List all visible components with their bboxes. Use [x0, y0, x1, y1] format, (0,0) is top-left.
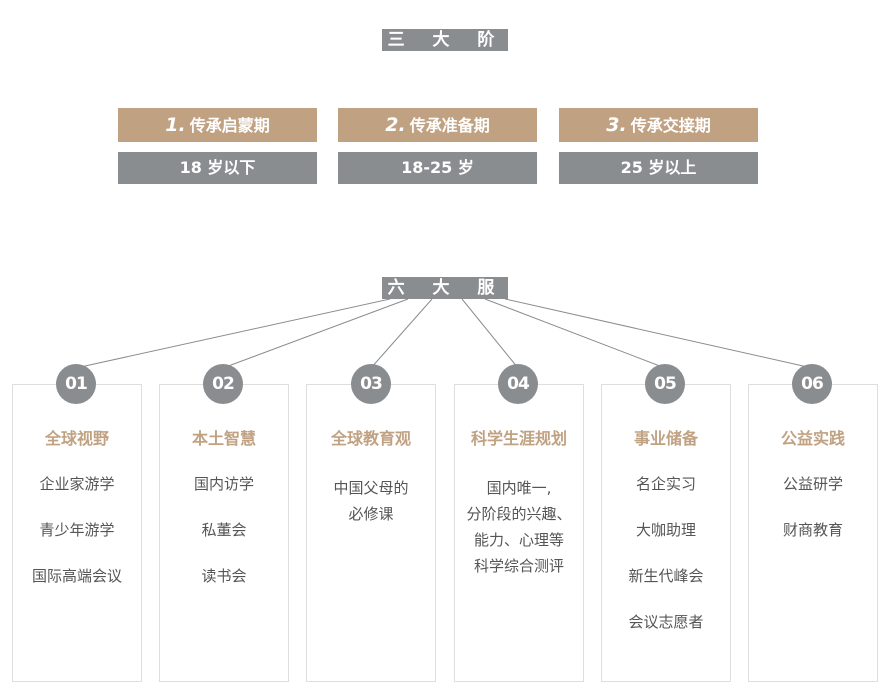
- description-line: 中国父母的: [333, 479, 409, 497]
- service-items: 企业家游学 青少年游学 国际高端会议: [13, 473, 141, 611]
- description-line: 分阶段的兴趣、: [466, 505, 572, 523]
- service-item: 名企实习: [635, 475, 696, 493]
- service-description: 国内唯一, 分阶段的兴趣、 能力、心理等 科学综合测评: [455, 475, 583, 579]
- service-item: 新生代峰会: [628, 567, 704, 585]
- service-number-badge-01: 01: [56, 364, 96, 404]
- description-line: 能力、心理等: [473, 531, 564, 549]
- service-title: 事业储备: [633, 429, 698, 448]
- service-item: 企业家游学: [39, 475, 115, 493]
- stage-3-number: 3.: [606, 114, 627, 136]
- service-number-badge-04: 04: [498, 364, 538, 404]
- service-card-06: 公益实践 公益研学 财商教育: [748, 384, 878, 682]
- service-item: 公益研学: [782, 475, 843, 493]
- stages-title: 三 大 阶 段: [382, 29, 508, 72]
- service-card-03: 全球教育观 中国父母的 必修课: [306, 384, 436, 682]
- service-item: 财商教育: [782, 521, 843, 539]
- connector-03: [370, 298, 433, 369]
- service-items: 名企实习 大咖助理 新生代峰会 会议志愿者: [602, 473, 730, 657]
- connector-04: [461, 298, 519, 369]
- stage-1-age: 18 岁以下: [118, 152, 317, 184]
- stage-1-name: 传承启蒙期: [189, 116, 270, 135]
- service-item: 青少年游学: [39, 521, 115, 539]
- service-title: 科学生涯规划: [470, 429, 567, 448]
- service-number-badge-02: 02: [203, 364, 243, 404]
- stage-2-age: 18-25 岁: [338, 152, 537, 184]
- service-card-02: 本土智慧 国内访学 私董会 读书会: [159, 384, 289, 682]
- service-item: 读书会: [201, 567, 247, 585]
- services-title: 六 大 服 务: [382, 277, 508, 320]
- stage-2-name-box: 2.传承准备期: [338, 108, 537, 142]
- stage-3-name: 传承交接期: [630, 116, 711, 135]
- service-title: 全球视野: [44, 429, 109, 448]
- service-item: 私董会: [201, 521, 247, 539]
- service-item: 会议志愿者: [628, 613, 704, 631]
- service-card-01: 全球视野 企业家游学 青少年游学 国际高端会议: [12, 384, 142, 682]
- stage-3-age: 25 岁以上: [559, 152, 758, 184]
- service-description: 中国父母的 必修课: [307, 475, 435, 527]
- service-items: 公益研学 财商教育: [749, 473, 877, 565]
- service-number-badge-06: 06: [792, 364, 832, 404]
- description-line: 必修课: [348, 505, 394, 523]
- service-item: 国内访学: [193, 475, 254, 493]
- service-title: 公益实践: [780, 429, 845, 448]
- stage-3-name-box: 3.传承交接期: [559, 108, 758, 142]
- connector-06: [504, 298, 813, 369]
- service-card-05: 事业储备 名企实习 大咖助理 新生代峰会 会议志愿者: [601, 384, 731, 682]
- service-item: 大咖助理: [635, 521, 696, 539]
- service-number-badge-03: 03: [351, 364, 391, 404]
- description-line: 国内唯一,: [486, 479, 552, 497]
- service-number-badge-05: 05: [645, 364, 685, 404]
- stage-2-name: 传承准备期: [409, 116, 490, 135]
- stage-1-number: 1.: [165, 114, 186, 136]
- service-title: 全球教育观: [330, 429, 411, 448]
- service-items: 国内访学 私董会 读书会: [160, 473, 288, 611]
- connector-02: [222, 298, 409, 369]
- description-line: 科学综合测评: [473, 557, 564, 575]
- service-item: 国际高端会议: [31, 567, 122, 585]
- connector-01: [75, 298, 391, 369]
- service-title: 本土智慧: [191, 429, 256, 448]
- stage-1-name-box: 1.传承启蒙期: [118, 108, 317, 142]
- service-card-04: 科学生涯规划 国内唯一, 分阶段的兴趣、 能力、心理等 科学综合测评: [454, 384, 584, 682]
- connector-05: [484, 298, 666, 369]
- stage-2-number: 2.: [385, 114, 406, 136]
